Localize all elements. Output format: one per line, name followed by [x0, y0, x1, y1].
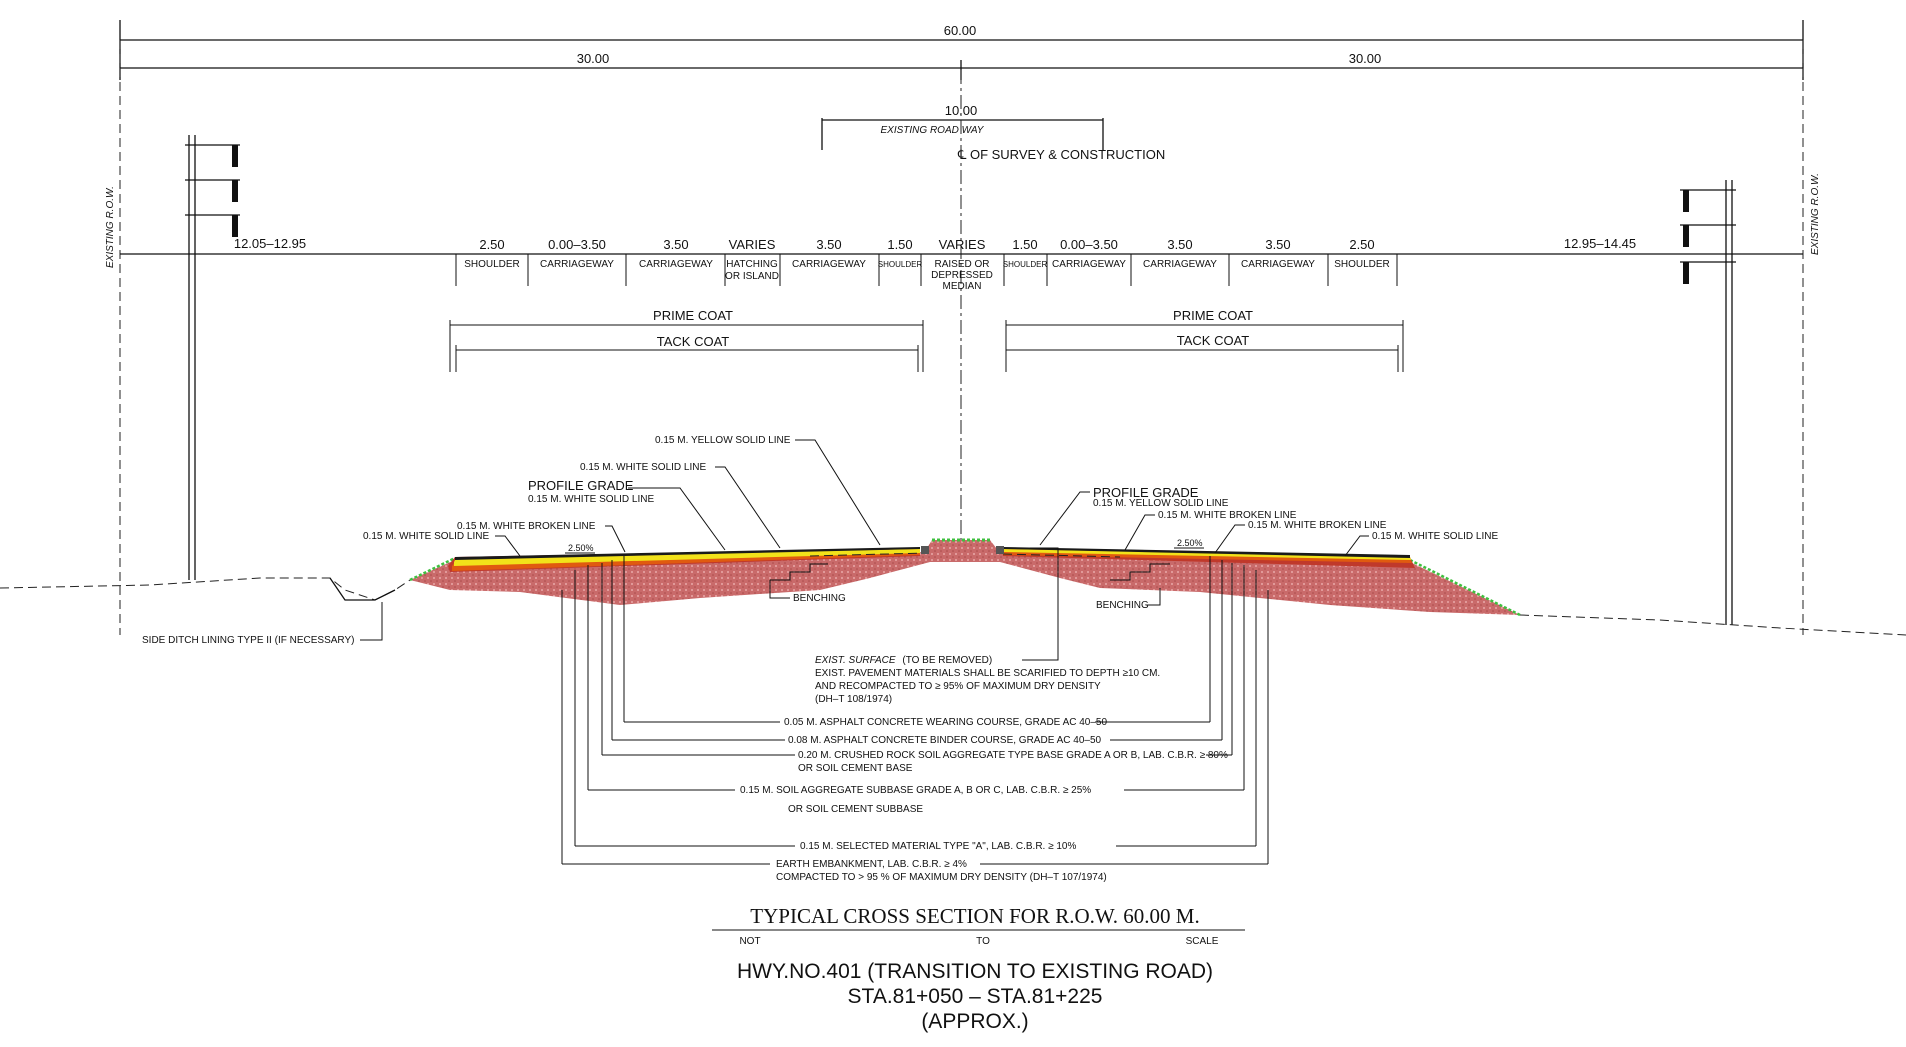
callout-white-broken: 0.15 M. WHITE BROKEN LINE [457, 521, 596, 532]
pavement-left [448, 547, 926, 572]
lane-name: SHOULDER [1334, 259, 1390, 270]
utility-pole-right [1680, 180, 1736, 625]
highway-label: HWY.NO.401 (TRANSITION TO EXISTING ROAD) [737, 960, 1213, 983]
scarify-note-2: AND RECOMPACTED TO ≥ 95% OF MAXIMUM DRY … [815, 681, 1101, 692]
lane-width: 1.50 [1012, 237, 1037, 252]
layer-subbase: 0.15 M. SOIL AGGREGATE SUBBASE GRADE A, … [740, 785, 1091, 796]
title-block: TYPICAL CROSS SECTION FOR R.O.W. 60.00 M… [712, 904, 1245, 1033]
layer-binder: 0.08 M. ASPHALT CONCRETE BINDER COURSE, … [788, 735, 1102, 746]
embankment [409, 552, 1521, 617]
lane-name: SHOULDER [878, 260, 923, 269]
utility-pole-left [185, 135, 240, 580]
top-dimensions: 60.00 30.00 30.00 10.00 EXISTING ROAD WA… [119, 20, 1804, 162]
lane-name: CARRIAGEWAY [1143, 259, 1217, 270]
lane-width: 2.50 [1349, 237, 1374, 252]
lane-name: CARRIAGEWAY [1052, 259, 1126, 270]
station-label: STA.81+050 – STA.81+225 [848, 985, 1103, 1008]
lane-width: 1.50 [887, 237, 912, 252]
lane-width: 3.50 [1265, 237, 1290, 252]
benching-left: BENCHING [793, 593, 846, 604]
callout-yellow-solid: 0.15 M. YELLOW SOLID LINE [655, 435, 791, 446]
lane-width: 2.50 [479, 237, 504, 252]
lane-width: 3.50 [663, 237, 688, 252]
centerline-label: ℄ OF SURVEY & CONSTRUCTION [957, 147, 1165, 162]
lane-width: 3.50 [1167, 237, 1192, 252]
slope-right: 2.50% [1177, 538, 1203, 548]
row-label-right: EXISTING R.O.W. [1810, 173, 1821, 255]
layer-embankment-compaction: COMPACTED TO > 95 % OF MAXIMUM DRY DENSI… [776, 872, 1107, 883]
scale-to: TO [976, 936, 990, 947]
layer-selected: 0.15 M. SELECTED MATERIAL TYPE "A", LAB.… [800, 841, 1076, 852]
exist-surface-note: EXIST. SURFACE (TO BE REMOVED) EXIST. PA… [815, 655, 1160, 705]
approx-label: (APPROX.) [921, 1010, 1028, 1033]
row-lines: EXISTING R.O.W. EXISTING R.O.W. [105, 40, 1821, 635]
layer-subbase-alt: OR SOIL CEMENT SUBBASE [788, 804, 923, 815]
side-ditch-label: SIDE DITCH LINING TYPE II (IF NECESSARY) [142, 635, 354, 646]
scale-not: NOT [739, 936, 760, 947]
layer-base-alt: OR SOIL CEMENT BASE [798, 763, 913, 774]
lane-name: CARRIAGEWAY [639, 259, 713, 270]
scarify-note-1: EXIST. PAVEMENT MATERIALS SHALL BE SCARI… [815, 668, 1160, 679]
layer-base: 0.20 M. CRUSHED ROCK SOIL AGGREGATE TYPE… [798, 750, 1228, 761]
lane-dimensions: 12.05–12.95 12.95–14.45 2.50 SHOULDER 0.… [120, 236, 1803, 292]
offset-left: 12.05–12.95 [234, 236, 306, 251]
callout-white-broken-r: 0.15 M. WHITE BROKEN LINE [1158, 510, 1297, 521]
raised-median [921, 538, 1004, 554]
callout-white-broken-r2: 0.15 M. WHITE BROKEN LINE [1248, 520, 1387, 531]
side-ditch [329, 577, 396, 601]
row-label-left: EXISTING R.O.W. [105, 186, 116, 268]
median-name: MEDIAN [943, 281, 982, 292]
existing-roadway-label: EXISTING ROAD WAY [881, 125, 985, 136]
lane-width: VARIES [729, 237, 776, 252]
lane-name: OR ISLAND [725, 271, 779, 282]
lane-name: CARRIAGEWAY [540, 259, 614, 270]
dim-half-left: 30.00 [577, 51, 610, 66]
lane-width: 0.00–3.50 [1060, 237, 1118, 252]
callout-profile-grade-r: PROFILE GRADE [1093, 485, 1199, 500]
prime-coat-left: PRIME COAT [653, 308, 733, 323]
prime-coat-right: PRIME COAT [1173, 308, 1253, 323]
callout-white-solid: 0.15 M. WHITE SOLID LINE [580, 462, 706, 473]
lane-width: 0.00–3.50 [548, 237, 606, 252]
lane-name: SHOULDER [464, 259, 520, 270]
median-name: RAISED OR [934, 259, 989, 270]
median-width: VARIES [939, 237, 986, 252]
coat-dimensions: PRIME COAT TACK COAT PRIME COAT TACK COA… [449, 308, 1404, 372]
lane-name: CARRIAGEWAY [792, 259, 866, 270]
existing-ground-left [0, 577, 411, 601]
exist-surface-label: EXIST. SURFACE (TO BE REMOVED) [815, 655, 992, 666]
tack-coat-left: TACK COAT [657, 334, 730, 349]
offset-right: 12.95–14.45 [1564, 236, 1636, 251]
existing-ground-right [1519, 614, 1906, 636]
callout-white-solid-2: 0.15 M. WHITE SOLID LINE [528, 494, 654, 505]
dim-existing: 10.00 [945, 103, 978, 118]
callout-white-solid-r: 0.15 M. WHITE SOLID LINE [1372, 531, 1498, 542]
lane-name: HATCHING [726, 259, 778, 270]
callout-profile-grade: PROFILE GRADE [528, 478, 634, 493]
slope-left: 2.50% [568, 543, 594, 553]
layer-leaders [561, 547, 1269, 865]
scarify-note-3: (DH–T 108/1974) [815, 694, 892, 705]
lane-name: CARRIAGEWAY [1241, 259, 1315, 270]
callouts-right: PROFILE GRADE 0.15 M. YELLOW SOLID LINE … [1039, 485, 1498, 611]
callout-yellow-solid-r: 0.15 M. YELLOW SOLID LINE [1093, 498, 1229, 509]
tack-coat-right: TACK COAT [1177, 333, 1250, 348]
callouts-left: 0.15 M. YELLOW SOLID LINE 0.15 M. WHITE … [142, 435, 881, 646]
median-name: DEPRESSED [931, 270, 993, 281]
scale-scale: SCALE [1186, 936, 1219, 947]
dim-half-right: 30.00 [1349, 51, 1382, 66]
pavement-right [1002, 547, 1415, 568]
layer-embankment: EARTH EMBANKMENT, LAB. C.B.R. ≥ 4% [776, 859, 967, 870]
lane-width: 3.50 [816, 237, 841, 252]
layer-notes: 0.05 M. ASPHALT CONCRETE WEARING COURSE,… [740, 717, 1228, 883]
benching-right: BENCHING [1096, 600, 1149, 611]
drawing-title: TYPICAL CROSS SECTION FOR R.O.W. 60.00 M… [750, 904, 1199, 928]
layer-wearing: 0.05 M. ASPHALT CONCRETE WEARING COURSE,… [784, 717, 1107, 728]
dim-total: 60.00 [944, 23, 977, 38]
lane-name: SHOULDER [1003, 260, 1048, 269]
callout-white-solid-3: 0.15 M. WHITE SOLID LINE [363, 531, 489, 542]
